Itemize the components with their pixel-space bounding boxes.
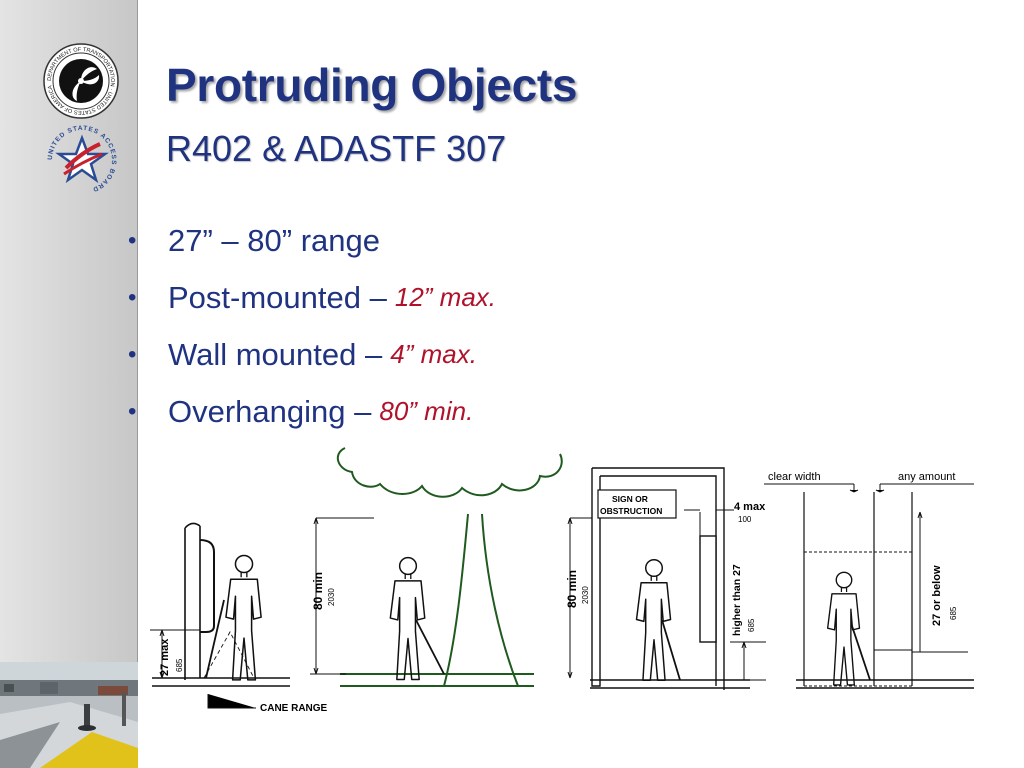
d3-higher-label: higher than 27 — [731, 564, 743, 636]
bullet-emphasis: 80” min. — [379, 396, 474, 426]
d4-clear-label: clear width — [768, 471, 821, 483]
d4-any-label: any amount — [898, 471, 955, 483]
bullet-dot-icon: • — [128, 283, 137, 311]
d1-cane-label: CANE RANGE — [260, 703, 328, 714]
d3-sign-label: SIGN OR — [612, 494, 648, 504]
bullet-item: • Post-mounted – 12” max. — [128, 269, 496, 326]
sidewalk-photo — [0, 662, 138, 768]
d3-proj-label: 4 max — [734, 501, 766, 513]
bullet-dot-icon: • — [128, 340, 137, 368]
diagram-wall-sign: SIGN OR OBSTRUCTION 4 max 100 80 min 203… — [565, 467, 766, 690]
bullet-dot-icon: • — [128, 226, 137, 254]
d4-below-label: 27 or below — [931, 565, 943, 626]
d2-mm-label: 2030 — [327, 588, 336, 606]
d4-below-mm-label: 685 — [949, 606, 958, 620]
bullet-list: • 27” – 80” range • Post-mounted – 12” max… — [128, 212, 496, 440]
d3-height-label: 80 min — [565, 570, 579, 608]
bullet-text: Wall mounted – — [168, 336, 383, 372]
bullet-emphasis: 4” max. — [390, 339, 477, 369]
dot-seal-logo: DEPARTMENT OF TRANSPORTATION · UNITED ST… — [43, 43, 119, 119]
diagram-wall-cane-range: 27 max 685 CANE RANGE — [150, 522, 328, 714]
slide-subtitle: R402 & ADASTF 307 — [166, 128, 507, 169]
d2-height-label: 80 min — [311, 572, 325, 610]
bullet-dot-icon: • — [128, 397, 137, 425]
d3-sign2-label: OBSTRUCTION — [600, 506, 662, 516]
d3-mm-label: 2030 — [581, 586, 590, 604]
bullet-item: • Wall mounted – 4” max. — [128, 326, 496, 383]
bullet-text: Post-mounted – — [168, 279, 387, 315]
diagram-tree-overhang: 80 min 2030 — [310, 447, 563, 687]
protruding-objects-diagrams: 27 max 685 CANE RANGE 80 min 2030 SIGN O… — [150, 447, 974, 714]
bullet-text: 27” – 80” range — [168, 222, 380, 258]
slide-title: Protruding Objects — [166, 59, 578, 111]
d1-height-label: 27 max — [159, 638, 171, 676]
bullet-emphasis: 12” max. — [394, 282, 497, 312]
sidebar-panel: DEPARTMENT OF TRANSPORTATION · UNITED ST… — [0, 0, 138, 768]
access-board-logo: UNITED STATES ACCESS BOARD — [47, 125, 116, 193]
diagram-clear-width: clear width any amount 27 or below 685 — [764, 471, 974, 689]
bullet-text: Overhanging – — [168, 393, 372, 429]
bullet-item: • 27” – 80” range — [128, 212, 496, 269]
d1-mm-label: 685 — [175, 658, 184, 672]
bullet-item: • Overhanging – 80” min. — [128, 383, 496, 440]
d3-proj-mm-label: 100 — [738, 515, 752, 524]
d3-higher-mm-label: 685 — [747, 618, 756, 632]
